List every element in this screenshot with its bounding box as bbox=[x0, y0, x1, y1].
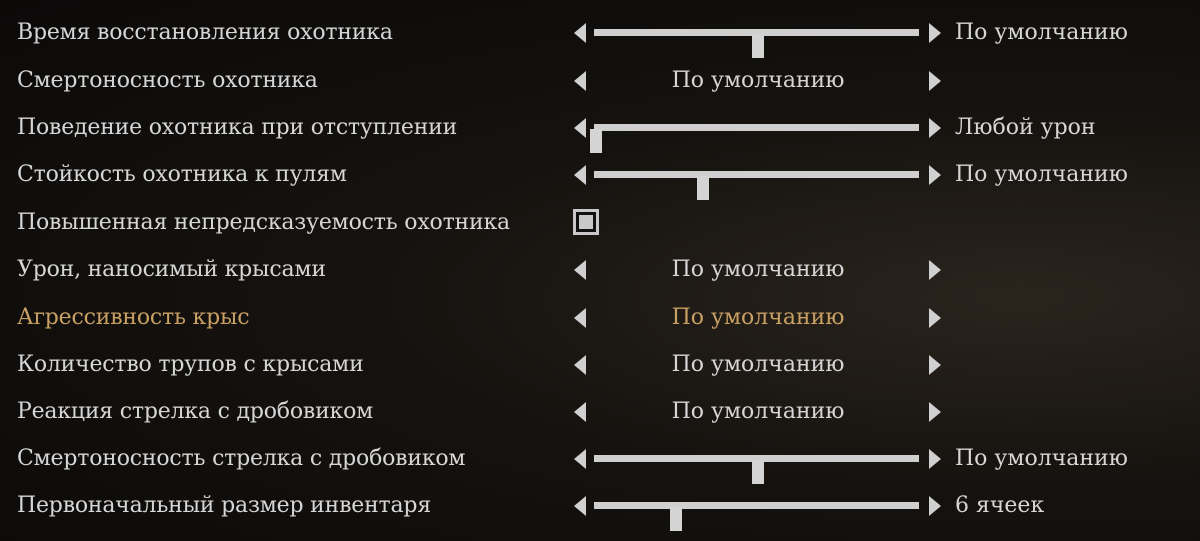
setting-row-shotgunner-lethality[interactable]: Смертоносность стрелка с дробовиком По у… bbox=[0, 442, 1200, 484]
arrow-right-icon[interactable] bbox=[929, 23, 941, 43]
arrow-left-icon[interactable] bbox=[574, 308, 586, 328]
setting-row-shotgunner-reaction[interactable]: Реакция стрелка с дробовиком По умолчани… bbox=[0, 395, 1200, 429]
arrow-left-icon[interactable] bbox=[574, 118, 586, 138]
setting-row-hunter-lethality[interactable]: Смертоносность охотника По умолчанию bbox=[0, 64, 1200, 98]
slider-thumb[interactable] bbox=[752, 34, 764, 58]
slider-thumb[interactable] bbox=[670, 507, 682, 531]
slider-track[interactable] bbox=[594, 29, 919, 58]
arrow-left-icon[interactable] bbox=[574, 449, 586, 469]
slider-thumb[interactable] bbox=[590, 129, 602, 153]
checkbox[interactable] bbox=[573, 209, 599, 235]
setting-label: Смертоносность охотника bbox=[17, 68, 318, 93]
setting-value: По умолчанию bbox=[671, 257, 845, 282]
setting-label: Время восстановления охотника bbox=[17, 20, 393, 45]
arrow-left-icon[interactable] bbox=[574, 260, 586, 280]
setting-value: 6 ячеек bbox=[955, 493, 1045, 518]
setting-row-initial-inventory-size[interactable]: Первоначальный размер инвентаря 6 ячеек bbox=[0, 489, 1200, 531]
setting-label: Смертоносность стрелка с дробовиком bbox=[17, 446, 466, 471]
setting-row-rat-damage[interactable]: Урон, наносимый крысами По умолчанию bbox=[0, 253, 1200, 287]
setting-label: Агрессивность крыс bbox=[17, 305, 250, 330]
checkbox-checked-mark bbox=[579, 215, 593, 229]
slider-track[interactable] bbox=[594, 455, 919, 484]
setting-value: По умолчанию bbox=[955, 162, 1128, 187]
slider-thumb[interactable] bbox=[697, 176, 709, 200]
setting-value: По умолчанию bbox=[955, 20, 1128, 45]
setting-label: Количество трупов с крысами bbox=[17, 352, 364, 377]
setting-label: Стойкость охотника к пулям bbox=[17, 162, 347, 187]
setting-value: По умолчанию bbox=[671, 399, 845, 424]
slider-track[interactable] bbox=[594, 171, 919, 200]
arrow-left-icon[interactable] bbox=[574, 402, 586, 422]
slider-track[interactable] bbox=[594, 502, 919, 531]
arrow-right-icon[interactable] bbox=[929, 496, 941, 516]
arrow-left-icon[interactable] bbox=[574, 165, 586, 185]
arrow-left-icon[interactable] bbox=[574, 71, 586, 91]
setting-row-hunter-unpredictability[interactable]: Повышенная непредсказуемость охотника bbox=[0, 206, 1200, 240]
setting-value: Любой урон bbox=[955, 115, 1096, 140]
setting-label: Поведение охотника при отступлении bbox=[17, 115, 458, 140]
setting-value: По умолчанию bbox=[671, 305, 845, 330]
setting-value: По умолчанию bbox=[955, 446, 1128, 471]
arrow-right-icon[interactable] bbox=[929, 449, 941, 469]
arrow-right-icon[interactable] bbox=[929, 355, 941, 375]
setting-row-rat-aggression[interactable]: Агрессивность крыс По умолчанию bbox=[0, 301, 1200, 335]
arrow-right-icon[interactable] bbox=[929, 71, 941, 91]
arrow-right-icon[interactable] bbox=[929, 260, 941, 280]
arrow-right-icon[interactable] bbox=[929, 308, 941, 328]
setting-label: Первоначальный размер инвентаря bbox=[17, 493, 431, 518]
setting-row-rat-corpse-count[interactable]: Количество трупов с крысами По умолчанию bbox=[0, 348, 1200, 382]
slider-thumb[interactable] bbox=[752, 460, 764, 484]
slider-track[interactable] bbox=[590, 124, 919, 153]
arrow-right-icon[interactable] bbox=[929, 165, 941, 185]
arrow-left-icon[interactable] bbox=[574, 23, 586, 43]
arrow-right-icon[interactable] bbox=[929, 118, 941, 138]
setting-label: Урон, наносимый крысами bbox=[17, 257, 326, 282]
setting-row-hunter-bullet-resistance[interactable]: Стойкость охотника к пулям По умолчанию bbox=[0, 158, 1200, 200]
setting-value: По умолчанию bbox=[671, 68, 845, 93]
setting-label: Реакция стрелка с дробовиком bbox=[17, 399, 374, 424]
setting-value: По умолчанию bbox=[671, 352, 845, 377]
setting-label: Повышенная непредсказуемость охотника bbox=[17, 210, 510, 235]
setting-row-hunter-recovery-time[interactable]: Время восстановления охотника По умолчан… bbox=[0, 16, 1200, 58]
arrow-left-icon[interactable] bbox=[574, 355, 586, 375]
arrow-left-icon[interactable] bbox=[574, 496, 586, 516]
arrow-right-icon[interactable] bbox=[929, 402, 941, 422]
setting-row-hunter-retreat-behavior[interactable]: Поведение охотника при отступлении Любой… bbox=[0, 111, 1200, 153]
